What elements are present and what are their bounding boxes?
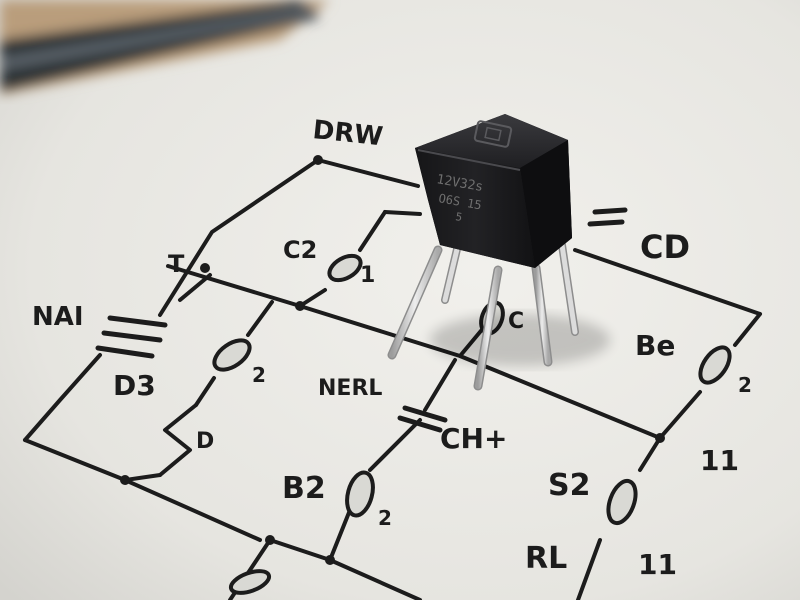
junction-dots: [120, 155, 665, 565]
label-nai: NAI: [32, 302, 84, 332]
chip-marking-line3: 5: [454, 210, 463, 224]
component-symbols: [212, 253, 732, 595]
capacitor-symbols: [397, 207, 628, 433]
label-drw: DRW: [311, 115, 384, 152]
label-d3-mark: 2: [252, 363, 266, 387]
component-shadow: [430, 314, 610, 366]
label-rl-mark: 11: [638, 548, 677, 581]
label-b2: B2: [282, 471, 326, 506]
circuit-lines: [23, 158, 762, 600]
label-s2: S2: [548, 468, 590, 503]
label-be-mark: 2: [738, 373, 752, 397]
label-rl: RL: [525, 541, 567, 576]
label-eleven: 11: [700, 444, 739, 477]
label-t: T: [168, 250, 185, 278]
schematic-labels: DRW T NAI C2 1 D3 2 D NERL CH+ CD Be 2 1…: [32, 115, 752, 581]
pen-blur: [0, 0, 330, 95]
label-b2-mark: 2: [378, 506, 392, 530]
label-cd: CD: [640, 228, 690, 266]
label-d: D: [196, 429, 214, 454]
label-cap-mark: 1: [360, 263, 375, 288]
label-ch: CH+: [440, 422, 507, 455]
component-leads: [387, 241, 579, 391]
coil-symbol: [95, 315, 168, 359]
label-be: Be: [635, 329, 675, 362]
logo-icon: [473, 120, 513, 148]
component-body: 12V32s O6S 15 5: [415, 114, 572, 268]
label-nerl: NERL: [318, 376, 382, 401]
label-d3: D3: [113, 369, 156, 402]
label-c2: C2: [283, 236, 317, 264]
